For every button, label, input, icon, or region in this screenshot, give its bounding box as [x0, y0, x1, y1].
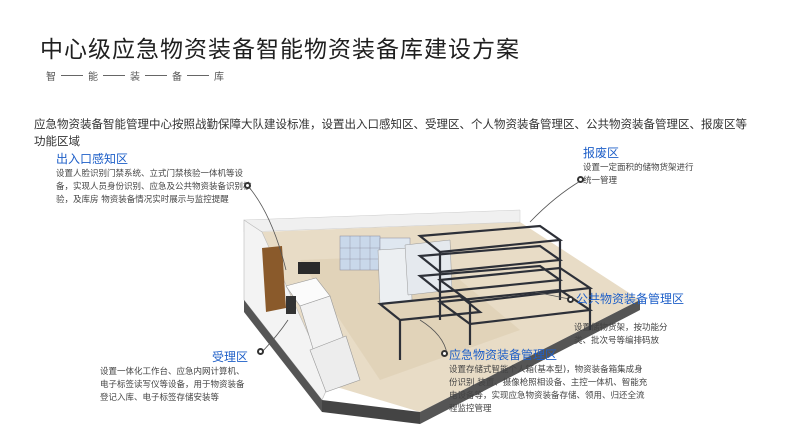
zone-marker-scrap: [577, 176, 584, 183]
connector-emergency: [419, 319, 448, 355]
zone-marker-public: [567, 296, 574, 303]
subtitle-char: 库: [214, 72, 224, 83]
reception-desk: [285, 262, 361, 393]
subtitle-dash: [61, 75, 83, 76]
left-wall-cut: [244, 300, 322, 412]
zone-marker-emergency: [441, 350, 448, 357]
monitor: [298, 262, 320, 274]
front-wall-cut: [322, 400, 420, 424]
zone-title-emergency: 应急物资装备管理区: [449, 348, 558, 362]
intro-paragraph: 应急物资装备智能管理中心按照战勤保障大队建设标准，设置出入口感知区、受理区、个人…: [34, 117, 747, 148]
connector-entrance: [247, 185, 287, 271]
zone-title-scrap: 报废区: [583, 146, 620, 160]
subtitle-char: 装: [130, 72, 140, 83]
subtitle-dash: [145, 75, 167, 76]
zone-title-public: 公共物资装备管理区: [576, 292, 685, 306]
shelving-racks: [377, 224, 594, 360]
zone-title-entrance: 出入口感知区: [56, 152, 129, 166]
subtitle-dash: [103, 75, 125, 76]
zone-marker-reception: [257, 348, 264, 355]
subtitle-char: 备: [172, 72, 182, 83]
zone-desc-reception: 设置一体化工作台、应急内网计算机、电子标签读写仪等设备，用于物资装备登记入库、电…: [100, 367, 245, 403]
page-subtitle: 智 能 装 备 库: [46, 68, 224, 83]
chair: [286, 296, 296, 314]
connector-scrap: [529, 179, 583, 223]
subtitle-char: 能: [88, 72, 98, 83]
connector-reception: [261, 319, 289, 353]
zone-title-reception: 受理区: [212, 350, 249, 364]
subtitle-char: 智: [46, 72, 56, 83]
zone-desc-emergency: 设置存储式智能个人箱(基本型)，物资装备箱集成身份识别 装置、摄像枪照相设备、主…: [449, 365, 648, 414]
zone-marker-entrance: [244, 182, 251, 189]
page-title: 中心级应急物资装备智能物资装备库建设方案: [40, 37, 520, 63]
right-wall-cut: [420, 300, 640, 424]
door: [262, 246, 286, 312]
zone-desc-public: 设置储物货架，按功能分类、批次号等编排码放: [574, 323, 668, 346]
zone-desc-scrap: 设置一定面积的储物货架进行统一管理: [583, 163, 694, 186]
subtitle-dash: [187, 75, 209, 76]
floor-shade: [300, 255, 520, 380]
zone-desc-entrance: 设置人脸识别门禁系统、立式门禁核验一体机等设备，实现人员身份识别、应急及公共物资…: [56, 169, 252, 205]
